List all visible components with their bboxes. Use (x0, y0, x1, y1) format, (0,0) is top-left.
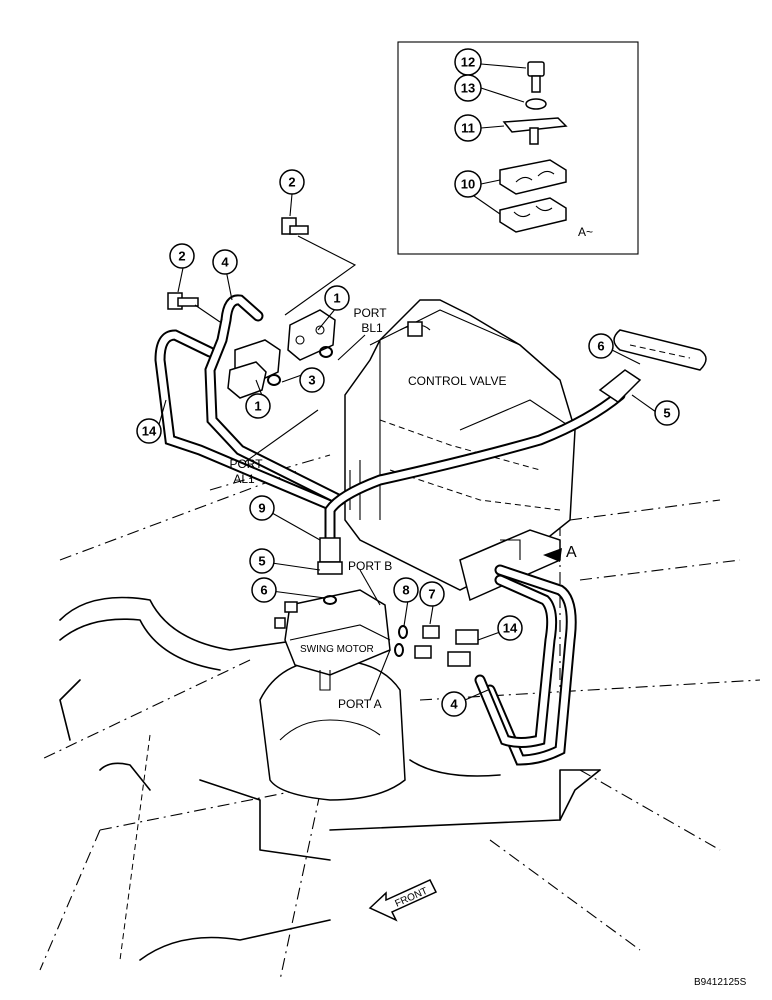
callout-12: 12 (454, 48, 482, 76)
view-a-label: A (566, 544, 577, 561)
svg-text:5: 5 (258, 554, 265, 569)
control-valve: CONTROL VALVE (344, 299, 576, 602)
callout-2-left: 2 (169, 243, 195, 269)
figure-code: B9412125S (694, 977, 747, 988)
flange-parts (167, 217, 357, 399)
view-a-arrow: A (543, 544, 577, 562)
hose-9 (317, 369, 642, 575)
frame-outline (39, 454, 761, 981)
pipe-4 (204, 294, 558, 748)
svg-text:6: 6 (260, 583, 267, 598)
callout-8: 8 (393, 577, 419, 603)
o-ring-3-lower (267, 374, 281, 386)
detail-tag-label: A~ (578, 225, 593, 239)
callout-9: 9 (249, 495, 275, 521)
callout-14-right: 14 (497, 615, 523, 641)
svg-text:3: 3 (308, 373, 315, 388)
clamp-10-part (499, 159, 567, 233)
callout-4-upper: 4 (212, 249, 238, 275)
port-labels: PORT BL1 PORT AL1 PORT B PORT A (229, 306, 392, 711)
swing-motor: SWING MOTOR (274, 589, 391, 691)
svg-text:11: 11 (461, 121, 475, 136)
svg-text:12: 12 (461, 55, 475, 70)
callout-3: 3 (299, 367, 325, 393)
svg-text:5: 5 (663, 406, 670, 421)
svg-text:1: 1 (254, 399, 261, 414)
port-al1-label-line2: AL1 (233, 472, 255, 486)
bolt-2-upper (281, 217, 309, 235)
port-bl1-label-line1: PORT (353, 306, 387, 320)
svg-text:4: 4 (450, 697, 458, 712)
callout-1-lower: 1 (245, 393, 271, 419)
svg-text:10: 10 (461, 177, 475, 192)
svg-text:14: 14 (142, 424, 157, 439)
callout-6-lower: 6 (251, 577, 277, 603)
callout-2-upper: 2 (279, 169, 305, 195)
callout-7: 7 (419, 581, 445, 607)
control-valve-label: CONTROL VALVE (408, 374, 506, 388)
svg-text:2: 2 (288, 175, 295, 190)
callout-5-upper: 5 (654, 400, 680, 426)
pipe-14 (154, 329, 577, 766)
port-al1-label-line1: PORT (229, 457, 263, 471)
swing-motor-label: SWING MOTOR (300, 644, 374, 655)
callout-10: 10 (454, 170, 482, 198)
upper-frame (59, 596, 601, 961)
o-ring-3-upper (319, 346, 333, 358)
callout-6-upper: 6 (588, 333, 614, 359)
front-arrow: FRONT (368, 879, 438, 922)
callout-4-lower: 4 (441, 691, 467, 717)
svg-text:4: 4 (221, 255, 229, 270)
svg-text:6: 6 (597, 339, 604, 354)
callout-1-upper: 1 (324, 285, 350, 311)
callout-11: 11 (454, 114, 482, 142)
svg-text:9: 9 (258, 501, 265, 516)
plate-11-part (502, 117, 568, 145)
bolt-12-part (527, 61, 545, 93)
svg-text:13: 13 (461, 81, 475, 96)
svg-text:14: 14 (503, 621, 518, 636)
port-b-label: PORT B (348, 559, 392, 573)
callouts: 12 13 11 10 2 2 4 1 3 1 14 6 5 9 5 6 8 7… (136, 48, 680, 717)
callout-5-lower: 5 (249, 548, 275, 574)
port-bl1-label-line2: BL1 (361, 321, 383, 335)
svg-text:8: 8 (402, 583, 409, 598)
svg-text:2: 2 (178, 249, 185, 264)
callout-14-left: 14 (136, 418, 162, 444)
svg-text:7: 7 (428, 587, 435, 602)
fittings (394, 625, 479, 667)
washer-13-part (525, 98, 547, 110)
pipe-section-right (613, 329, 707, 371)
port-a-label: PORT A (338, 697, 382, 711)
svg-text:1: 1 (333, 291, 340, 306)
callout-13: 13 (454, 74, 482, 102)
detail-view-a-inset: A~ (397, 41, 639, 255)
bolt-2-left (167, 292, 199, 310)
